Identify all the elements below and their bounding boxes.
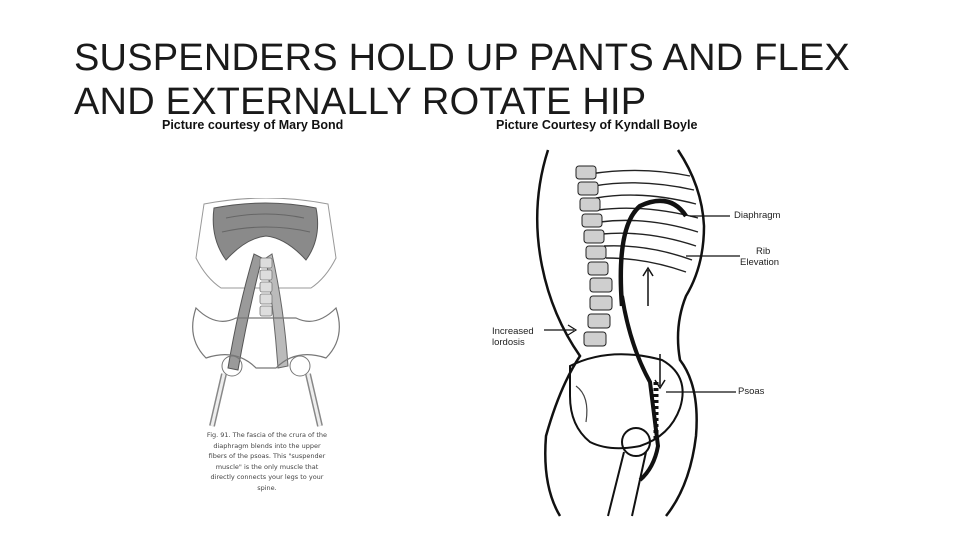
side-view-anatomy-drawing (535, 149, 740, 517)
increased-lordosis-label-line-1: Increased (492, 326, 534, 337)
slide-title: SUSPENDERS HOLD UP PANTS AND FLEX AND EX… (74, 37, 850, 123)
figure-91-caption: Fig. 91. The fascia of the crura of the … (206, 431, 328, 492)
diaphragm-label: Diaphragm (734, 210, 781, 221)
increased-lordosis-label-line-2: lordosis (492, 337, 525, 348)
rib-elevation-label-line-2: Elevation (740, 257, 780, 268)
right-image-credit: Picture Courtesy of Kyndall Boyle (496, 118, 698, 132)
front-view-anatomy-drawing (192, 197, 340, 427)
left-image-credit: Picture courtesy of Mary Bond (162, 118, 344, 132)
psoas-label: Psoas (738, 386, 765, 397)
psoas-diaphragm-side-view-illustration: Diaphragm Rib Elevation Increased lordos… (490, 146, 790, 518)
rib-elevation-label-line-1: Rib (756, 246, 771, 257)
diaphragm-psoas-illustration: Fig. 91. The fascia of the crura of the … (176, 197, 356, 498)
